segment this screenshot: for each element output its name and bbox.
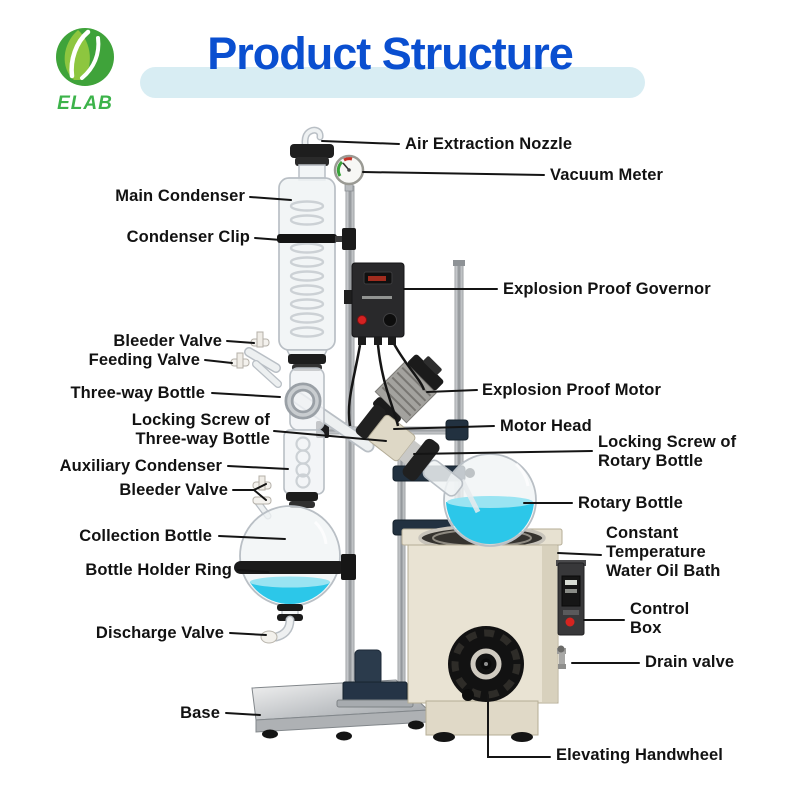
label-bottle-holder-ring: Bottle Holder Ring (85, 561, 232, 579)
leader-line (204, 359, 233, 364)
label-discharge-valve: Discharge Valve (95, 624, 224, 642)
leader-line (557, 552, 602, 556)
label-main-condenser: Main Condenser (115, 187, 245, 205)
condenser-joint (286, 492, 318, 501)
label-three-way-bottle: Three-way Bottle (70, 384, 205, 402)
cable (376, 344, 400, 427)
bath-pedestal (425, 700, 539, 736)
leader-line (426, 389, 478, 393)
base-foot (408, 720, 424, 730)
leader-line (273, 430, 387, 442)
title-underline-band (140, 67, 645, 98)
base-foot (262, 729, 278, 739)
label-explosion-proof-motor: Explosion Proof Motor (482, 381, 662, 399)
rod-clamp (445, 419, 469, 441)
bleeder-valve-top (250, 331, 270, 348)
governor-button (357, 315, 367, 325)
condenser-cap (290, 144, 334, 158)
leader-line (362, 171, 545, 176)
leader-line (218, 535, 286, 540)
locking-screw-rotary (402, 438, 440, 481)
auxiliary-condenser (283, 429, 325, 508)
label-rotary-bottle: Rotary Bottle (578, 494, 683, 512)
label-bleeder-valve-top: Bleeder Valve (113, 332, 222, 350)
cable (390, 339, 426, 391)
discharge-valve (260, 604, 303, 644)
leader-line (321, 140, 400, 145)
vacuum-meter (333, 154, 365, 192)
label-base: Base (180, 704, 220, 722)
condenser-body (278, 177, 336, 351)
pole-cap (453, 260, 465, 266)
leader-line (227, 465, 289, 470)
leader-line (254, 237, 295, 242)
leader-line (487, 694, 551, 758)
label-feeding-valve: Feeding Valve (88, 351, 200, 369)
elab-logo: ELAB (40, 24, 130, 115)
lift-cylinder (354, 649, 382, 685)
vapor-tube (459, 478, 481, 514)
label-air-extraction-nozzle: Air Extraction Nozzle (405, 135, 573, 153)
lift-block (342, 681, 408, 703)
condenser-clip (277, 234, 337, 243)
collection-bottle-assembly (234, 475, 356, 644)
control-box (556, 560, 586, 636)
label-condenser-clip: Condenser Clip (126, 228, 250, 246)
condenser-coil (289, 200, 325, 338)
elevating-handwheel (448, 626, 524, 702)
leader-line (249, 196, 292, 201)
three-way-bottle (230, 331, 325, 431)
leader-lines (204, 140, 640, 758)
cable (347, 344, 362, 427)
leader-line (225, 712, 261, 716)
governor-knob (383, 313, 397, 327)
label-vacuum-meter: Vacuum Meter (550, 166, 664, 184)
label-collection-bottle: Collection Bottle (79, 527, 212, 545)
explosion-proof-motor (373, 354, 444, 425)
condenser-joint (288, 354, 326, 364)
leader-line (226, 340, 255, 344)
label-motor-head: Motor Head (500, 417, 592, 435)
logo-brand-text: ELAB (57, 93, 113, 114)
bath-shade (542, 546, 557, 702)
explosion-proof-governor (344, 262, 426, 427)
label-control-box: Control Box (630, 600, 690, 637)
drain-valve (557, 645, 566, 669)
label-explosion-proof-governor: Explosion Proof Governor (503, 280, 711, 298)
power-button (565, 617, 575, 627)
label-drain-valve: Drain valve (645, 653, 735, 671)
bath-foot (511, 732, 533, 742)
leader-line (393, 425, 495, 430)
motor-head-assembly (355, 404, 464, 497)
bottle-holder-ring (234, 561, 346, 574)
label-auxiliary-condenser: Auxiliary Condenser (59, 457, 222, 475)
leader-line (211, 392, 281, 398)
leader-line (237, 569, 269, 573)
leader-line (413, 450, 593, 455)
main-condenser (277, 126, 356, 371)
label-bleeder-valve-lower: Bleeder Valve (119, 481, 228, 499)
leaf-logo-icon (56, 28, 114, 86)
lift-foot-plate (336, 699, 414, 708)
bath-foot (433, 732, 455, 742)
locking-screw-three-way (355, 404, 386, 439)
leader-line (232, 483, 267, 501)
leader-line (229, 632, 267, 636)
water-oil-bath (401, 524, 586, 742)
label-locking-screw-three-way: Locking Screw of Three-way Bottle (131, 411, 270, 448)
rotary-bottle (443, 453, 537, 547)
base-foot (336, 731, 352, 741)
label-water-oil-bath: Constant Temperature Water Oil Bath (606, 524, 721, 580)
label-locking-screw-rotary: Locking Screw of Rotary Bottle (598, 433, 737, 470)
label-elevating-handwheel: Elevating Handwheel (556, 746, 723, 764)
page-title: Product Structure (207, 28, 574, 79)
collar (399, 440, 422, 465)
